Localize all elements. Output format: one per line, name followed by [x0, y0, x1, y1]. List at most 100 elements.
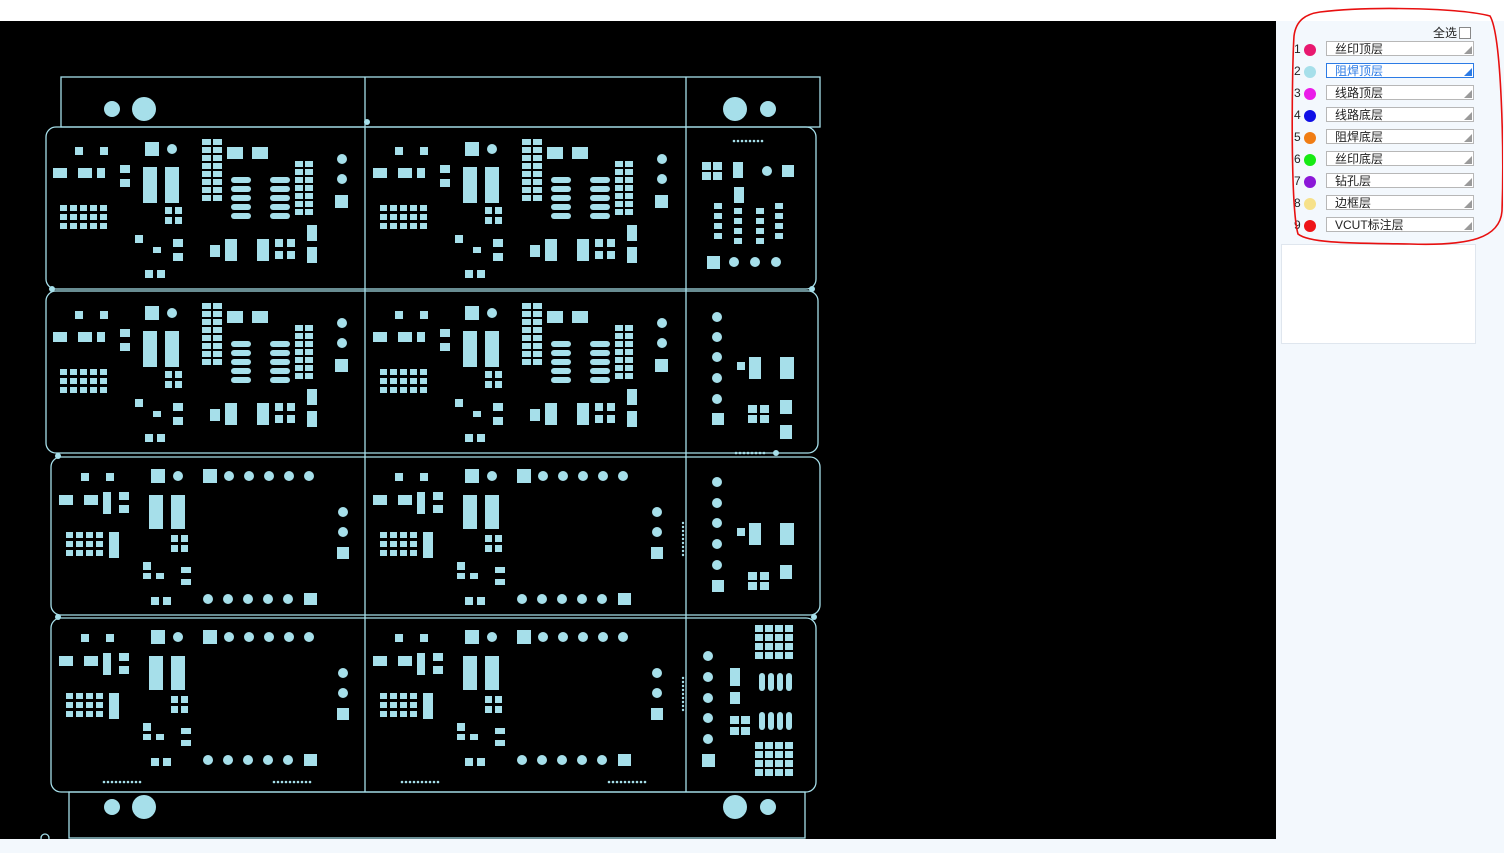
layer-name-field[interactable]: 阻焊顶层 — [1326, 63, 1474, 78]
pcb-pad — [615, 169, 623, 175]
pcb-pad — [66, 711, 73, 717]
pcb-pad — [227, 311, 243, 323]
layer-row-5[interactable]: 5 阻焊底层 — [1281, 126, 1481, 148]
layer-number: 2 — [1294, 64, 1301, 78]
pcb-board-outline — [50, 617, 817, 793]
pcb-pad — [145, 142, 159, 156]
pcb-pad — [165, 371, 172, 378]
pcb-pad — [181, 706, 188, 713]
pcb-pad — [760, 415, 769, 423]
layer-row-9[interactable]: 9 VCUT标注层 — [1281, 214, 1481, 236]
pcb-via — [557, 594, 567, 604]
layer-row-7[interactable]: 7 钻孔层 — [1281, 170, 1481, 192]
pcb-via — [167, 144, 177, 154]
pcb-via — [760, 101, 776, 117]
layer-color-dot[interactable] — [1304, 132, 1316, 144]
pcb-pad — [590, 341, 610, 347]
pcb-pad — [410, 550, 417, 556]
pcb-pad — [151, 758, 159, 766]
pcb-pad — [287, 403, 295, 411]
layer-name-field[interactable]: 钻孔层 — [1326, 173, 1474, 188]
pcb-via — [652, 507, 662, 517]
pcb-pad — [607, 251, 615, 259]
layer-name-field[interactable]: 丝印顶层 — [1326, 41, 1474, 56]
layer-name-field[interactable]: 丝印底层 — [1326, 151, 1474, 166]
pcb-drawing — [40, 76, 821, 839]
pcb-pad — [533, 327, 542, 333]
pcb-pad — [202, 303, 211, 309]
layer-color-dot[interactable] — [1304, 110, 1316, 122]
pcb-pad — [231, 341, 251, 347]
layer-color-dot[interactable] — [1304, 176, 1316, 188]
layer-name-field[interactable]: 边框层 — [1326, 195, 1474, 210]
pcb-pad — [420, 634, 428, 642]
pcb-pad — [100, 147, 108, 155]
pcb-pad — [533, 335, 542, 341]
pcb-pad — [625, 373, 633, 379]
pcb-pad — [270, 377, 290, 383]
pcb-pad — [213, 359, 222, 365]
pcb-via — [272, 780, 276, 784]
layer-number: 1 — [1294, 42, 1301, 56]
pcb-pad — [522, 155, 531, 161]
layer-color-dot[interactable] — [1304, 66, 1316, 78]
pcb-pad — [304, 754, 317, 766]
pcb-pad — [66, 532, 73, 538]
pcb-pad — [495, 217, 502, 224]
pcb-pad — [213, 179, 222, 185]
pcb-pad — [607, 239, 615, 247]
pcb-pad — [775, 223, 783, 229]
layer-name-field[interactable]: VCUT标注层 — [1326, 217, 1474, 232]
pcb-pad — [775, 634, 783, 641]
pcb-pad — [157, 434, 165, 442]
layer-color-dot[interactable] — [1304, 88, 1316, 100]
pcb-preview-canvas[interactable] — [0, 21, 1276, 839]
pcb-pad — [607, 415, 615, 423]
pcb-pad — [175, 371, 182, 378]
pcb-pad — [305, 373, 313, 379]
pcb-pad — [748, 572, 757, 580]
pcb-pad — [305, 209, 313, 215]
pcb-board-outline — [68, 791, 806, 839]
pcb-board-outline — [60, 76, 821, 128]
layer-name-field[interactable]: 线路顶层 — [1326, 85, 1474, 100]
layer-color-dot[interactable] — [1304, 44, 1316, 56]
pcb-pad — [615, 349, 623, 355]
layer-row-3[interactable]: 3 线路顶层 — [1281, 82, 1481, 104]
pcb-pad — [590, 359, 610, 365]
layer-name-field[interactable]: 阻焊底层 — [1326, 129, 1474, 144]
pcb-pad — [785, 625, 793, 632]
pcb-pad — [390, 223, 397, 229]
pcb-pad — [485, 217, 492, 224]
pcb-via — [760, 139, 764, 143]
layer-row-4[interactable]: 4 线路底层 — [1281, 104, 1481, 126]
pcb-pad — [227, 147, 243, 159]
layer-name-field[interactable]: 线路底层 — [1326, 107, 1474, 122]
layer-label: 阻焊底层 — [1335, 130, 1384, 144]
pcb-pad — [493, 403, 503, 411]
layer-row-8[interactable]: 8 边框层 — [1281, 192, 1481, 214]
select-all-checkbox[interactable] — [1459, 26, 1471, 39]
pcb-pad — [100, 223, 107, 229]
pcb-pad — [737, 362, 745, 370]
layer-color-dot[interactable] — [1304, 154, 1316, 166]
pcb-pad — [120, 343, 130, 351]
pcb-pad — [410, 711, 417, 717]
pcb-via — [734, 451, 738, 455]
pcb-pad — [533, 343, 542, 349]
pcb-pad — [457, 562, 465, 570]
pcb-pad — [380, 378, 387, 384]
pcb-pad — [225, 403, 237, 425]
layer-color-dot[interactable] — [1304, 220, 1316, 232]
pcb-pad — [463, 331, 477, 367]
layer-row-2[interactable]: 2 阻焊顶层 — [1281, 60, 1481, 82]
pcb-pad — [551, 195, 571, 201]
pcb-pad — [390, 205, 397, 211]
layer-row-1[interactable]: 1 丝印顶层 — [1281, 38, 1481, 60]
pcb-pad — [775, 233, 783, 239]
pcb-via — [657, 154, 667, 164]
pcb-pad — [86, 532, 93, 538]
layer-color-dot[interactable] — [1304, 198, 1316, 210]
pcb-pad — [145, 270, 153, 278]
layer-row-6[interactable]: 6 丝印底层 — [1281, 148, 1481, 170]
